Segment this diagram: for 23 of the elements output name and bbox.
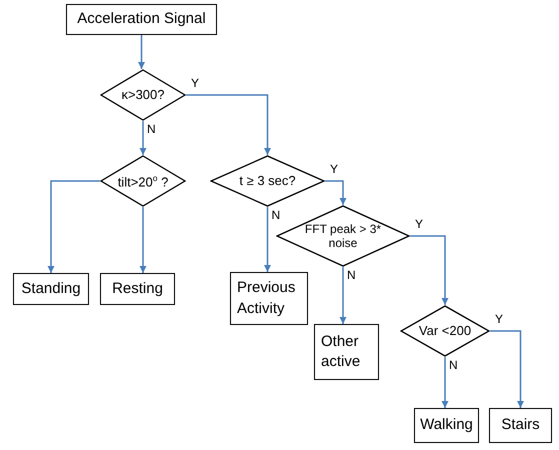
arrow [340, 267, 346, 324]
decision-text: Var <200 [418, 323, 472, 339]
decision-text: tilt>20$^{o}$ ? [118, 172, 168, 190]
arrow [186, 94, 271, 155]
process-box: Previous Activity [230, 272, 308, 325]
process-box: Standing [13, 273, 89, 305]
arrow [325, 180, 346, 205]
arrow [48, 180, 100, 273]
decision-text: t ≥ 3 sec? [239, 173, 296, 189]
arrow [442, 357, 448, 408]
decision-text: κ>300? [121, 87, 164, 103]
arrow [140, 207, 146, 273]
process-box: Acceleration Signal [66, 4, 217, 35]
arrow [410, 235, 448, 305]
arrow [490, 330, 524, 408]
arrow [138, 35, 145, 69]
process-box: Resting [100, 273, 175, 305]
arrow [264, 207, 271, 272]
process-box: Other active [314, 324, 379, 380]
arrow [140, 121, 146, 155]
process-box: Walking [414, 408, 479, 443]
process-box: Stairs [489, 408, 552, 443]
decision-text: FFT peak > 3* noise [304, 222, 382, 250]
